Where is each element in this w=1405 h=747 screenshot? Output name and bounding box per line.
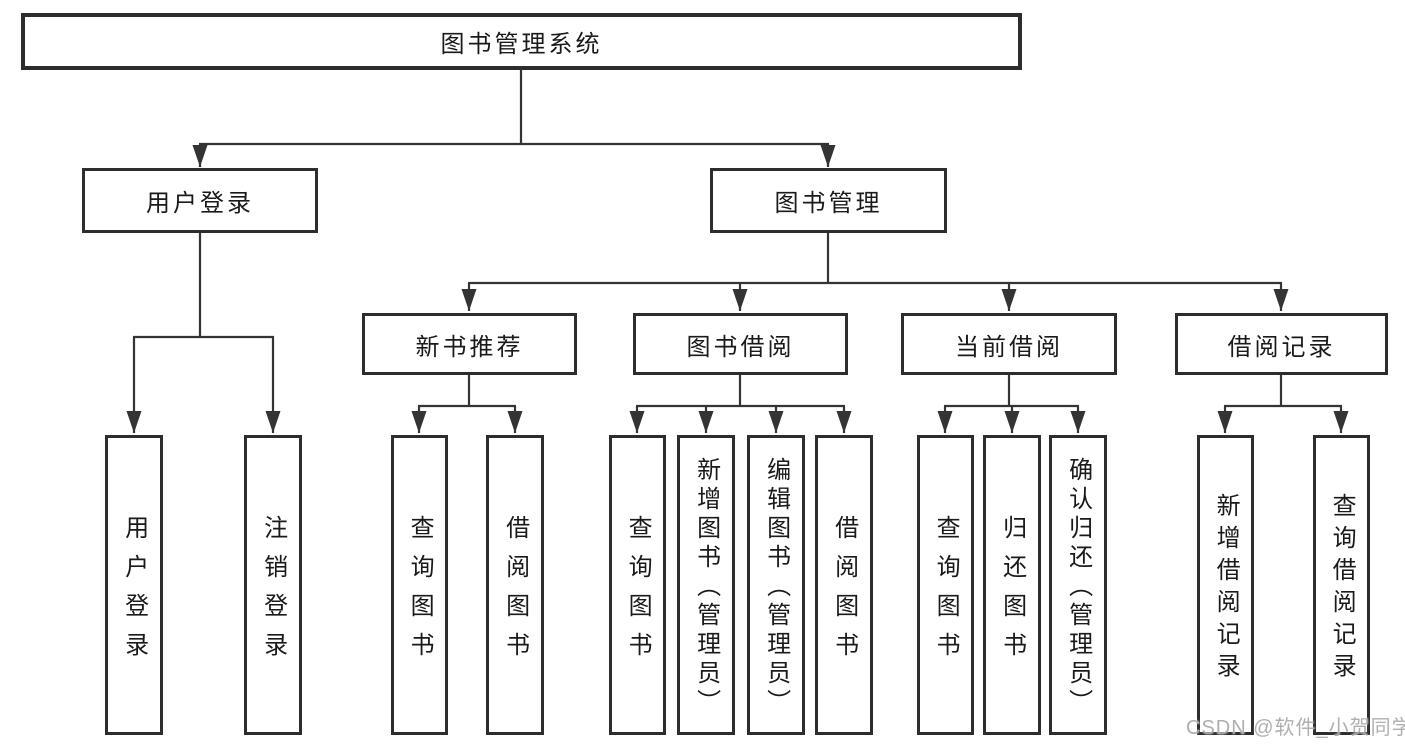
leaf-query-borrow-record: 查询借阅记录 <box>1313 435 1370 735</box>
leaf-label: 查询图书 <box>406 514 434 671</box>
leaf-label: 查询图书 <box>932 514 960 671</box>
leaf-query-books-current: 查询图书 <box>917 435 974 735</box>
node-current-borrow: 当前借阅 <box>901 313 1117 375</box>
leaf-add-borrow-record: 新增借阅记录 <box>1197 435 1254 735</box>
node-book-borrow: 图书借阅 <box>633 313 848 375</box>
leaf-label: 用户登录 <box>120 514 148 671</box>
node-book-management: 图书管理 <box>710 168 947 233</box>
node-label: 用户登录 <box>146 190 254 217</box>
leaf-borrow-books: 借阅图书 <box>815 435 873 735</box>
leaf-edit-books-admin: 编辑图书（管理员） <box>747 435 805 735</box>
leaf-label: 确认归还（管理员） <box>1064 457 1092 718</box>
leaf-label: 新增图书（管理员） <box>692 457 720 718</box>
node-new-book-recommend: 新书推荐 <box>362 313 577 375</box>
csdn-watermark: CSDN @软件_小贺同学 <box>1186 717 1405 739</box>
leaf-logout-login: 注销登录 <box>244 435 302 735</box>
node-label: 图书管理系统 <box>440 31 603 58</box>
node-label: 图书管理 <box>774 190 883 217</box>
leaf-add-books-admin: 新增图书（管理员） <box>677 435 735 735</box>
leaf-label: 借阅图书 <box>501 514 529 671</box>
leaf-label: 查询图书 <box>624 514 652 671</box>
node-label: 当前借阅 <box>955 333 1063 361</box>
leaf-label: 归还图书 <box>998 514 1026 671</box>
leaf-label: 编辑图书（管理员） <box>762 457 790 718</box>
leaf-label: 借阅图书 <box>830 514 858 671</box>
leaf-query-books-recommend: 查询图书 <box>391 435 448 735</box>
node-system-root: 图书管理系统 <box>21 13 1022 70</box>
leaf-confirm-return-admin: 确认归还（管理员） <box>1049 435 1107 735</box>
node-user-login: 用户登录 <box>82 168 318 233</box>
leaf-label: 查询借阅记录 <box>1328 493 1356 685</box>
leaf-user-login: 用户登录 <box>105 435 163 735</box>
node-label: 图书借阅 <box>686 333 795 361</box>
leaf-borrow-books-recommend: 借阅图书 <box>486 435 544 735</box>
leaf-label: 新增借阅记录 <box>1212 493 1240 685</box>
leaf-return-books: 归还图书 <box>983 435 1041 735</box>
leaf-query-books-borrow: 查询图书 <box>609 435 666 735</box>
node-label: 借阅记录 <box>1227 333 1336 361</box>
node-label: 新书推荐 <box>415 333 524 361</box>
leaf-label: 注销登录 <box>259 514 287 671</box>
node-borrow-records: 借阅记录 <box>1175 313 1388 375</box>
